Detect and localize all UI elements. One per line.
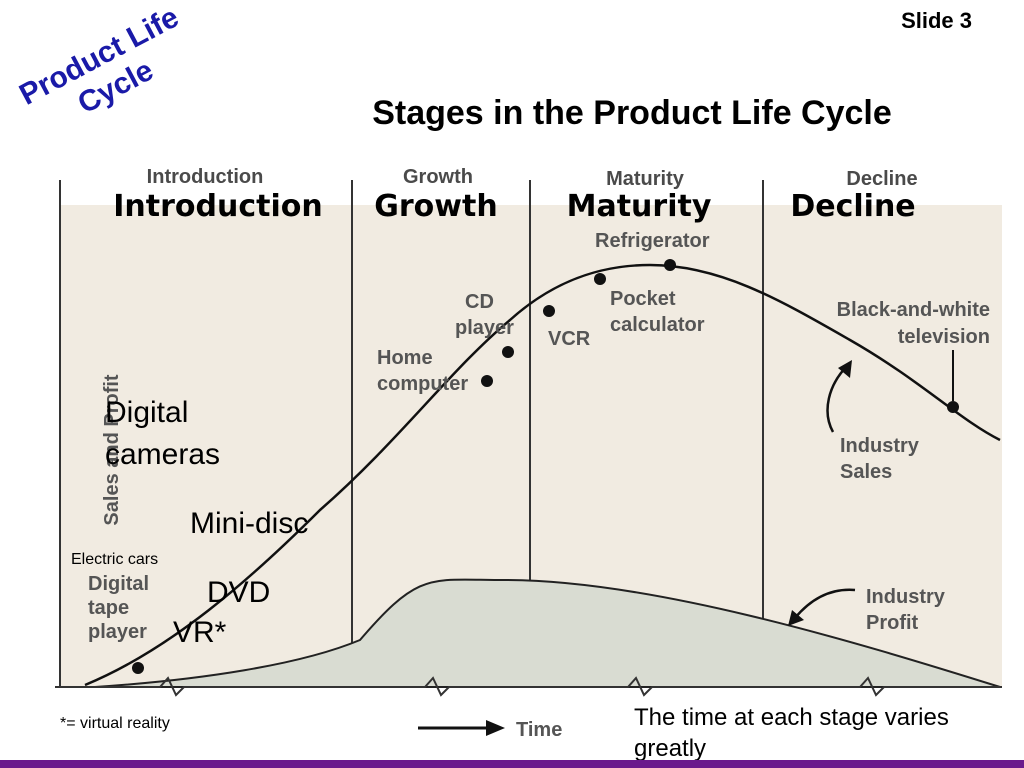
time-varies-note-line2: greatly [634,735,706,762]
industry-profit-area [94,578,1001,688]
label-digital-tape-line2: tape [88,597,129,619]
y-axis-label: Sales and Profit [101,374,123,525]
stage-small-growth: Growth [403,166,473,188]
point-pocket-calculator [594,273,606,285]
point-vcr [543,305,555,317]
profit-arrowhead-icon [788,610,804,626]
point-bw-television [947,401,959,413]
label-industry-sales-line2: Sales [840,461,892,483]
page-title: Stages in the Product Life Cycle [372,94,892,132]
profit-arrow-icon [794,588,856,619]
label-vcr: VCR [548,328,591,350]
label-pocket-calculator-line2: calculator [610,314,705,336]
label-bw-tv-line2: television [898,326,990,348]
label-digital-tape-line3: player [88,621,147,643]
stage-large-decline: Decline [790,189,915,224]
corner-title: Product Life Cycle [14,4,184,120]
label-cd-player-line2: player [455,317,514,339]
overlay-mini-disc: Mini-disc [190,507,308,540]
slide-number: Slide 3 [901,8,972,33]
label-industry-profit-line1: Industry [866,586,946,608]
stage-large-growth: Growth [374,189,497,224]
label-cd-player-line1: CD [465,291,494,313]
product-life-cycle-diagram: Introduction Growth Maturity Decline Int… [55,166,1002,762]
label-pocket-calculator-line1: Pocket [610,288,676,310]
label-industry-profit-line2: Profit [866,612,919,634]
time-arrowhead-icon [486,720,505,736]
overlay-digital-cameras-line1: Digital [105,396,188,429]
overlay-dvd: DVD [207,576,270,609]
label-refrigerator: Refrigerator [595,230,710,252]
overlay-electric-cars: Electric cars [71,551,158,568]
point-digital-tape-player [132,662,144,674]
overlay-digital-cameras-line2: cameras [105,438,220,471]
point-home-computer [481,375,493,387]
sales-arrowhead-icon [838,360,852,378]
point-refrigerator [664,259,676,271]
stage-large-maturity: Maturity [567,189,712,224]
stage-small-maturity: Maturity [606,168,685,190]
industry-sales-curve [84,263,1001,687]
label-bw-tv-line1: Black-and-white [837,299,990,321]
time-axis [55,676,1002,697]
label-digital-tape-line1: Digital [88,573,149,595]
label-home-computer-line2: computer [377,373,468,395]
stage-small-introduction: Introduction [147,166,264,188]
x-axis-label: Time [516,719,562,741]
point-cd-player [502,346,514,358]
label-home-computer-line1: Home [377,347,433,369]
time-varies-note-line1: The time at each stage varies [634,704,949,731]
footer-bar [0,760,1024,768]
label-industry-sales-line1: Industry [840,435,920,457]
overlay-vr: VR* [173,616,227,649]
stage-large-introduction: Introduction [113,189,322,224]
stage-small-decline: Decline [846,168,917,190]
vr-footnote: *= virtual reality [60,715,170,732]
